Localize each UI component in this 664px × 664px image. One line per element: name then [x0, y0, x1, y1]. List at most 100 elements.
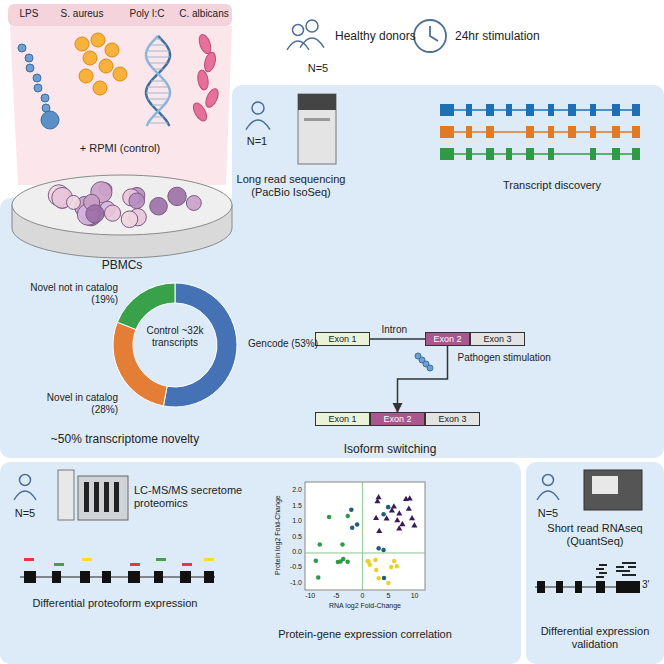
s-aureus-cell — [79, 69, 93, 83]
helix-rung — [147, 87, 168, 88]
peptide-mark — [156, 558, 166, 561]
data-point — [376, 576, 381, 581]
transcript-exon — [466, 148, 472, 160]
transcript-exon — [612, 148, 620, 160]
label: 3' — [642, 579, 660, 591]
label: 24hr stimulation — [455, 29, 585, 43]
connector — [398, 346, 448, 412]
helix-rung — [148, 99, 169, 100]
data-point — [314, 559, 319, 564]
sequencer-panel — [304, 118, 330, 121]
label: PBMCs — [72, 258, 172, 272]
c-albicans-cell — [196, 69, 209, 90]
clock-icon — [414, 20, 446, 52]
edge-label: Pathogen stimulation — [456, 352, 553, 364]
transcript-exon — [548, 126, 554, 138]
node-text: N=5 — [5, 507, 45, 520]
axis-tick: -1.0 — [282, 579, 302, 587]
proteomics-panel: N=5LC-MS/MS secretome proteomicsDifferen… — [0, 462, 521, 664]
c-albicans-cell — [197, 33, 213, 55]
data-point — [392, 559, 397, 564]
gene-exon — [102, 571, 111, 583]
data-point — [396, 525, 402, 530]
plot-frame — [305, 482, 425, 590]
gene-exon — [616, 581, 640, 593]
peptide-mark — [182, 563, 192, 566]
axis-tick: 0.0 — [282, 548, 302, 556]
exon-box: Exon 1 — [315, 412, 370, 426]
stimuli-header: LPSS. aureusPoly I:CC. albicans — [8, 4, 232, 26]
exon-label: Exon 2 — [433, 334, 461, 344]
pbmc-cell — [150, 197, 168, 215]
helix-rung — [153, 69, 162, 70]
exon-box: Exon 1 — [315, 332, 370, 346]
transcript-exon — [440, 126, 454, 138]
s-aureus-cell — [113, 67, 127, 81]
data-point — [381, 512, 386, 517]
transcript-exon — [548, 148, 554, 160]
transcript-exon — [632, 104, 640, 116]
data-point — [350, 525, 355, 530]
data-point — [389, 565, 394, 570]
long-read-panel: N=1Long read sequencing (PacBio IsoSeq)T… — [232, 85, 664, 200]
culture-dish — [12, 175, 232, 258]
transcript-exon — [466, 126, 472, 138]
edge-label: Intron — [380, 324, 410, 336]
transcript-exon — [440, 104, 454, 116]
data-point — [374, 568, 379, 573]
helix-strand — [146, 36, 170, 126]
helix-rung — [148, 123, 168, 124]
gene-exon — [128, 571, 140, 583]
node-text: Short read RNAseq (QuantSeq) — [530, 522, 660, 548]
exon-box: Exon 3 — [425, 412, 480, 426]
read-mark — [596, 576, 604, 578]
transcript-exon — [568, 104, 576, 116]
data-point — [345, 559, 350, 564]
data-point — [349, 508, 354, 513]
rnaseq-panel: N=5Short read RNAseq (QuantSeq)Different… — [526, 462, 664, 664]
node-text: Isoform switching — [300, 442, 480, 456]
data-point — [318, 542, 323, 547]
label: Control ~32k transcripts — [140, 325, 210, 349]
exon-label: Exon 3 — [438, 414, 466, 424]
transcript-exon — [632, 148, 640, 160]
transcript-exon — [612, 104, 620, 116]
helix-rung — [149, 63, 168, 64]
label: Gencode (53%) — [248, 338, 348, 350]
helix-rung — [155, 39, 161, 40]
pbmc-cell — [86, 205, 104, 223]
transcript-exon — [526, 104, 534, 116]
node-text: Long read sequencing (PacBio IsoSeq) — [232, 173, 350, 199]
lps-bead — [18, 44, 26, 52]
node-text: C. albicans — [176, 8, 232, 20]
helix-rung — [146, 57, 170, 58]
label: Novel not in catalog (19%) — [18, 282, 118, 306]
panel-ground — [0, 462, 521, 664]
panel-ground — [0, 198, 664, 458]
node-text: Poly I:C — [116, 8, 178, 20]
label: + RPMI (control) — [55, 142, 185, 155]
read-mark — [616, 566, 624, 568]
helix-rung — [150, 45, 166, 46]
transcript-exon — [526, 126, 534, 138]
transcript-exon — [590, 148, 596, 160]
axis-tick: 0 — [352, 592, 372, 600]
axis-title: Protein log2 Fold-Change — [274, 480, 282, 590]
transcript-exon — [506, 148, 512, 160]
node-text: N=5 — [528, 507, 568, 520]
pathogen-icons — [18, 33, 221, 129]
gene-exon — [556, 581, 563, 593]
node-text: ~50% transcriptome novelty — [30, 432, 220, 446]
data-point — [407, 495, 413, 500]
lps-head — [41, 111, 59, 129]
helix-rung — [146, 93, 170, 94]
clock-hands — [430, 26, 438, 41]
data-point — [406, 505, 412, 510]
person-stroke — [14, 491, 36, 500]
zero-line — [362, 482, 363, 590]
data-point — [346, 514, 351, 519]
transcript-exon — [568, 126, 576, 138]
helix-rung — [153, 117, 164, 118]
axis-tick: -10 — [300, 592, 320, 600]
data-point — [376, 546, 381, 551]
